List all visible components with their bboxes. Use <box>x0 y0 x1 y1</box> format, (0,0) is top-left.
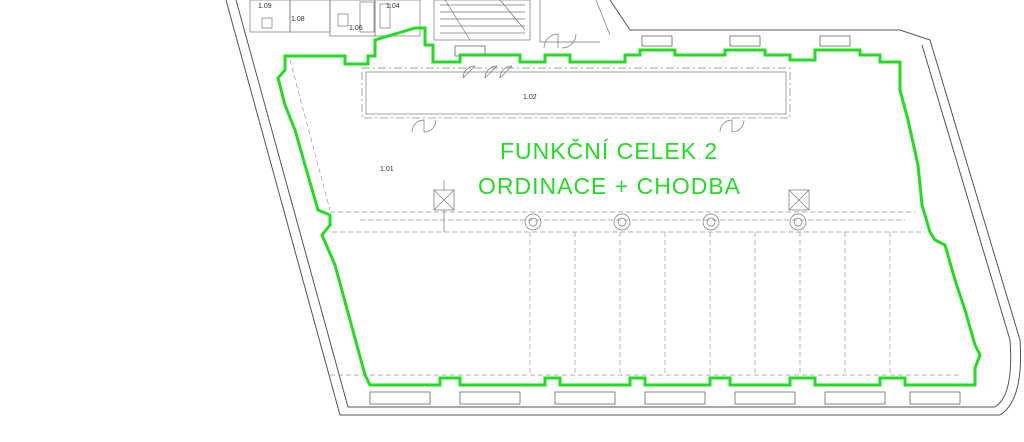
top-windows <box>454 35 851 57</box>
corridor-outline <box>361 67 791 119</box>
room-label-106: 1.06 <box>349 25 363 32</box>
columns <box>433 180 810 232</box>
structural-grid <box>289 59 960 376</box>
zone-subtitle: ORDINACE + CHODBA <box>478 173 741 199</box>
room-label-108: 1.08 <box>291 16 305 23</box>
doors <box>411 33 745 133</box>
zone-title: FUNKČNÍ CELEK 2 <box>500 137 718 164</box>
room-label-101: 1.01 <box>380 166 394 173</box>
bottom-windows <box>369 391 961 405</box>
upper-rooms <box>249 0 531 41</box>
building-walls <box>225 0 1022 416</box>
room-label-102: 1.02 <box>523 94 537 101</box>
zone-boundary <box>276 26 982 387</box>
room-label-104: 1.04 <box>386 3 400 10</box>
room-label-109: 1.09 <box>258 3 272 10</box>
